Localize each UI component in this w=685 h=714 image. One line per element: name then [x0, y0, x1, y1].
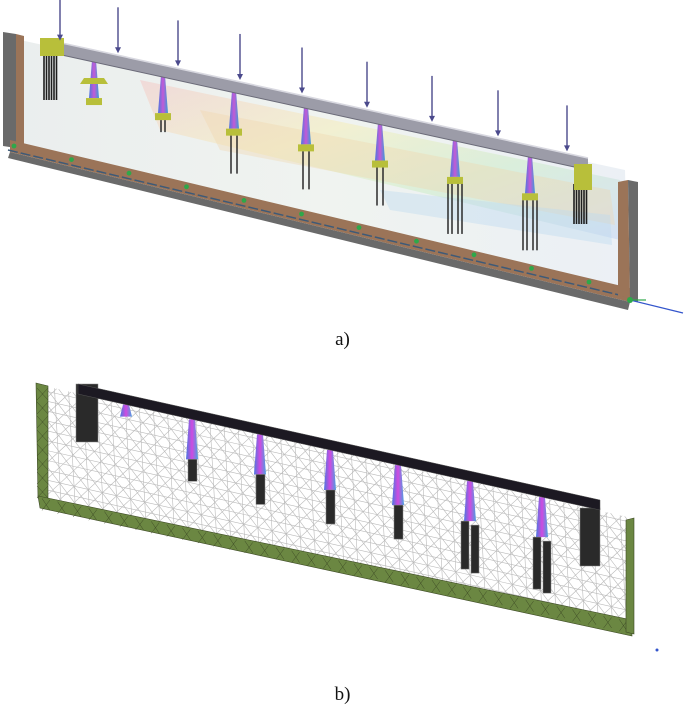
pile: [532, 536, 542, 590]
pile-cap: [298, 144, 314, 152]
load-arrow-icon: [564, 105, 570, 152]
pier-column: [186, 419, 198, 460]
pile-cap: [522, 193, 538, 201]
panel-a-rendered-model: [0, 0, 685, 325]
panel-a-caption: a): [335, 329, 350, 350]
bottom-slab-edge: [8, 152, 630, 310]
abutment-block: [75, 383, 99, 443]
support-node: [126, 170, 132, 176]
support-node: [586, 279, 592, 285]
support-node: [356, 225, 362, 231]
coordinate-axis-icon: [627, 297, 684, 314]
pile: [255, 474, 266, 505]
main-beam: [48, 40, 588, 170]
bottom-slab: [10, 140, 630, 302]
pier-column: [324, 449, 336, 490]
left-frame-wall: [35, 382, 49, 501]
main-beam: [77, 383, 601, 511]
abutment-block: [579, 507, 601, 567]
left-wall: [3, 32, 16, 148]
load-arrow-icon: [115, 7, 121, 54]
support-nodes: [11, 143, 592, 285]
pier-column: [158, 75, 168, 114]
pier-column: [229, 90, 239, 129]
end-pile-cap: [40, 38, 64, 56]
stress-band: [380, 190, 612, 245]
bottom-frame: [37, 495, 633, 637]
pile: [470, 524, 480, 574]
support-node: [241, 198, 247, 203]
pier-column: [301, 106, 311, 145]
right-wall: [618, 180, 630, 298]
support-node: [471, 252, 477, 258]
pile: [460, 520, 470, 570]
support-node: [11, 143, 17, 149]
load-arrow-icon: [175, 20, 181, 67]
model-3d-render: [3, 0, 684, 314]
load-arrow-icon: [299, 47, 305, 94]
pier-column: [536, 497, 548, 538]
load-arrow-icon: [364, 61, 370, 108]
support-node: [529, 266, 534, 271]
pile-cap: [80, 78, 108, 84]
pile-cap: [86, 98, 102, 106]
panel-b-mesh-model: [0, 368, 685, 668]
axis-marker: [655, 648, 659, 652]
pier-column: [120, 404, 132, 417]
support-node: [414, 238, 419, 244]
pile: [187, 459, 198, 482]
pile: [393, 504, 404, 540]
support-node: [299, 211, 304, 217]
support-node: [69, 157, 74, 163]
pile-cap: [447, 176, 463, 184]
pile-cap: [155, 113, 171, 121]
pier-column: [392, 465, 404, 506]
pier-column: [464, 481, 476, 522]
pier-column: [525, 155, 535, 194]
load-arrow-icon: [57, 0, 63, 41]
pier-column: [375, 122, 385, 161]
pile-cap: [226, 128, 242, 136]
load-arrow-icon: [429, 75, 435, 122]
end-pile-cap: [574, 164, 592, 190]
left-wall-face: [16, 34, 24, 150]
pier-column: [450, 138, 460, 177]
load-arrow-icon: [495, 90, 501, 137]
right-frame-wall: [625, 517, 635, 635]
finite-element-mesh: [35, 382, 659, 652]
panel-b-caption: b): [334, 684, 351, 705]
pile: [542, 540, 552, 594]
pier-column: [254, 434, 266, 475]
support-node: [184, 184, 189, 190]
load-arrow-icon: [237, 33, 243, 80]
pile: [325, 489, 336, 525]
right-wall-outer: [628, 180, 638, 302]
pile-cap: [372, 160, 388, 168]
